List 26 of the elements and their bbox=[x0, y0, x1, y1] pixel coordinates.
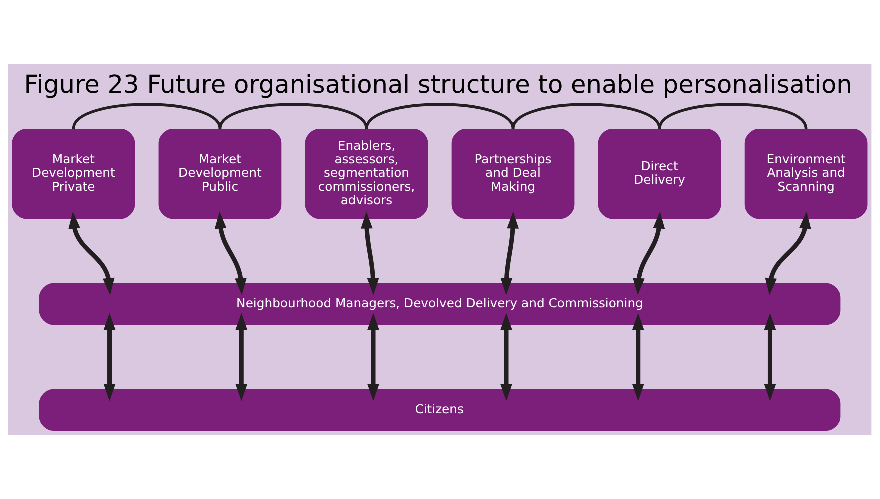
arrow bbox=[500, 313, 512, 402]
arrow bbox=[500, 212, 519, 296]
arrow bbox=[104, 313, 116, 402]
arrow bbox=[361, 212, 380, 296]
node-box: Neighbourhood Managers, Devolved Delivery and Commissioning bbox=[39, 283, 841, 326]
node-box: Market Development Private bbox=[12, 129, 136, 220]
connector bbox=[512, 103, 662, 130]
arrow bbox=[765, 212, 812, 296]
arrow bbox=[632, 313, 644, 402]
connector bbox=[658, 103, 808, 130]
arrow bbox=[68, 212, 115, 296]
node-box: Environment Analysis and Scanning bbox=[744, 129, 868, 220]
node-box: Enablers, assessors, segmentation commissioners, advisors bbox=[305, 129, 428, 220]
node-box: Citizens bbox=[39, 389, 841, 432]
connector bbox=[72, 103, 222, 130]
arrow bbox=[214, 212, 247, 296]
node-box: Direct Delivery bbox=[598, 129, 722, 220]
diagram-title: Figure 23 Future organisational structure to enable personalisation bbox=[24, 70, 852, 99]
node-box: Market Development Public bbox=[158, 129, 282, 220]
arrow bbox=[633, 212, 666, 296]
arrow bbox=[236, 313, 248, 402]
arrow bbox=[368, 313, 380, 402]
connector bbox=[365, 103, 515, 130]
node-box: Partnerships and Deal Making bbox=[452, 129, 575, 220]
arrow bbox=[764, 313, 776, 402]
connector bbox=[218, 103, 368, 130]
